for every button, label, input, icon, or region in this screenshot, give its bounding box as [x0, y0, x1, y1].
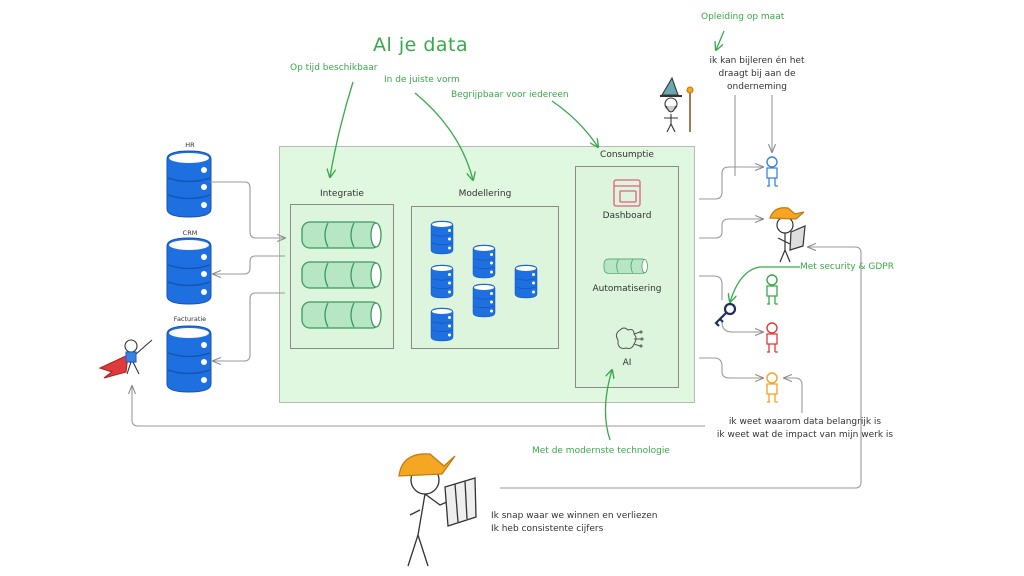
manager-quote-line: Ik snap waar we winnen en verliezen [491, 511, 658, 521]
annotation-security: Met security & GDPR [800, 262, 894, 272]
consumptie-item-automatisering: Automatisering [592, 284, 662, 294]
annotation-juiste-vorm: In de juiste vorm [384, 75, 460, 85]
source-label-crm: CRM [182, 229, 198, 237]
connector-key [699, 275, 723, 300]
users-quote: ik weet waarom data belangrijk is ik wee… [705, 416, 905, 442]
wizard-quote-line: onderneming [727, 82, 787, 92]
consumptie-item-ai: AI [622, 358, 632, 368]
consumptie-box [575, 166, 679, 388]
connector-facturatie [213, 292, 285, 361]
connector-user-red [721, 321, 763, 332]
connector-quote-orange [784, 378, 803, 413]
user-icon-red [766, 322, 779, 353]
connector-hr [210, 181, 285, 238]
arrow-begrijpbaar [551, 100, 598, 147]
wizard-quote: ik kan bijleren én het draagt bij aan de… [682, 55, 832, 94]
superhero-figure [98, 339, 153, 379]
connector-user-blue [699, 167, 763, 200]
consumptie-heading: Consumptie [600, 150, 654, 160]
manager-figure [398, 453, 477, 567]
manager-quote: Ik snap waar we winnen en verliezen Ik h… [491, 510, 657, 536]
wizard-quote-line: draagt bij aan de [718, 69, 796, 79]
users-quote-line: ik weet waarom data belangrijk is [728, 417, 882, 427]
arrow-opleiding [716, 30, 725, 50]
wizard-quote-line: ik kan bijleren én het [709, 56, 805, 66]
connector-analyst [699, 219, 763, 239]
consumptie-item-dashboard: Dashboard [602, 211, 652, 221]
annotation-begrijpbaar: Begrijpbaar voor iedereen [451, 90, 569, 100]
annotation-technologie: Met de modernste technologie [532, 446, 670, 456]
diagram-title: Al je data [373, 34, 469, 56]
users-quote-line: ik weet wat de impact van mijn werk is [716, 430, 894, 440]
connector-crm [213, 255, 285, 274]
user-icon-orange [766, 372, 779, 403]
modellering-heading: Modellering [458, 189, 512, 199]
database-icon-facturatie [166, 325, 212, 393]
database-icon-crm [166, 237, 212, 305]
annotation-opleiding: Opleiding op maat [701, 12, 785, 22]
integratie-box [290, 204, 394, 349]
integratie-heading: Integratie [320, 189, 364, 199]
user-icon-blue [766, 156, 779, 187]
modellering-box [411, 206, 559, 349]
manager-quote-line: Ik heb consistente cijfers [491, 524, 604, 534]
annotation-op-tijd: Op tijd beschikbaar [290, 63, 378, 73]
user-icon-green [766, 274, 779, 305]
source-label-facturatie: Facturatie [173, 315, 207, 323]
key-icon [714, 302, 737, 327]
source-label-hr: HR [185, 141, 195, 149]
arrow-security [730, 266, 800, 302]
database-icon-hr [166, 150, 212, 218]
connector-user-orange [699, 357, 763, 378]
analyst-figure [769, 207, 806, 263]
